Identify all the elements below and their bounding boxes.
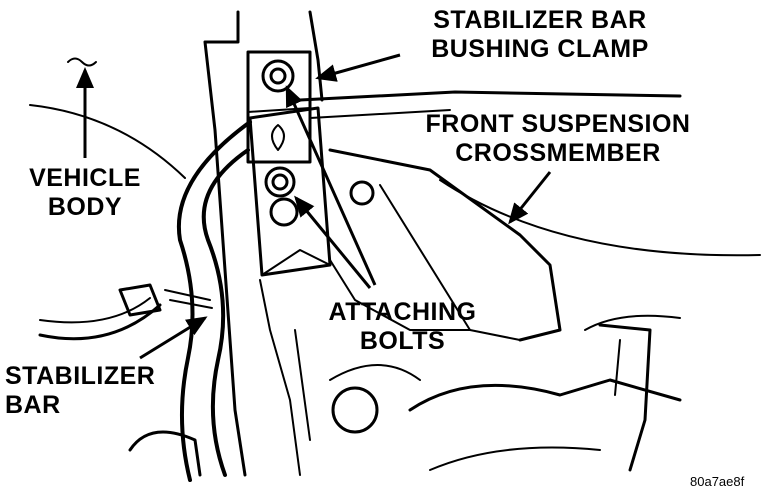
bushing-clamp xyxy=(246,50,312,164)
label-line: ATTACHING xyxy=(328,298,477,326)
vehicle-body-squiggle xyxy=(67,57,97,67)
lower-arm xyxy=(408,378,682,412)
figure-code: 80a7ae8f xyxy=(690,474,745,489)
lower-clamp-bolt-head xyxy=(271,173,289,191)
crossmember-base xyxy=(329,259,471,331)
arrow-to-bushing-clamp xyxy=(315,53,401,82)
stabilizer-bar-outer xyxy=(201,148,250,477)
stabilizer-bar-inner xyxy=(176,120,252,482)
label-front-suspension-crossmember: FRONT SUSPENSION CROSSMEMBER xyxy=(408,110,708,168)
label-line: CROSSMEMBER xyxy=(455,139,661,167)
lower-arm-edge xyxy=(429,446,601,471)
crossmember-lower xyxy=(294,329,421,441)
arrow-to-crossmember xyxy=(508,171,552,225)
bracket-flange xyxy=(261,249,331,276)
label-line: VEHICLE xyxy=(29,164,141,192)
label-attaching-bolts: ATTACHING BOLTS xyxy=(315,298,490,356)
link-threads xyxy=(164,289,213,309)
label-line: FRONT SUSPENSION xyxy=(425,110,691,138)
crossmember-hole xyxy=(331,386,379,434)
lower-left-bracket xyxy=(128,430,202,477)
right-bracket xyxy=(598,323,652,472)
label-stabilizer-bar-bushing-clamp: STABILIZER BAR BUSHING CLAMP xyxy=(405,6,675,64)
crossmember-outline xyxy=(328,148,562,342)
label-line: BOLTS xyxy=(359,327,446,355)
upper-rail-lower-edge xyxy=(309,109,451,119)
bracket-bolt xyxy=(269,197,299,227)
crossmember-upper-curve xyxy=(439,179,761,257)
link-rod xyxy=(38,303,162,341)
arrow-to-lower-bolt xyxy=(294,195,372,289)
upper-clamp-bolt-head xyxy=(269,67,287,85)
label-line: BUSHING CLAMP xyxy=(431,35,649,63)
lower-left-tube xyxy=(259,279,301,476)
label-vehicle-body: VEHICLE BODY xyxy=(20,164,150,222)
label-line: STABILIZER xyxy=(5,362,156,390)
frame-plate-right xyxy=(308,10,324,102)
label-line: STABILIZER BAR xyxy=(433,6,647,34)
arrow-to-upper-bolt xyxy=(285,85,377,286)
right-bracket-inner xyxy=(584,314,681,396)
clamp-divider xyxy=(247,107,311,113)
arrow-to-stabilizer-bar xyxy=(139,316,208,360)
clamp-slot xyxy=(271,124,285,151)
frame-plate xyxy=(203,10,247,477)
vehicle-body-outline xyxy=(29,104,186,179)
label-stabilizer-bar: STABILIZER BAR xyxy=(5,362,170,420)
label-line: BAR xyxy=(5,391,61,419)
upper-rail xyxy=(298,90,682,102)
link-grommet xyxy=(118,283,162,317)
link-rod-lower xyxy=(39,297,151,324)
label-line: BODY xyxy=(47,193,123,221)
crossmember-bolt xyxy=(349,180,375,206)
